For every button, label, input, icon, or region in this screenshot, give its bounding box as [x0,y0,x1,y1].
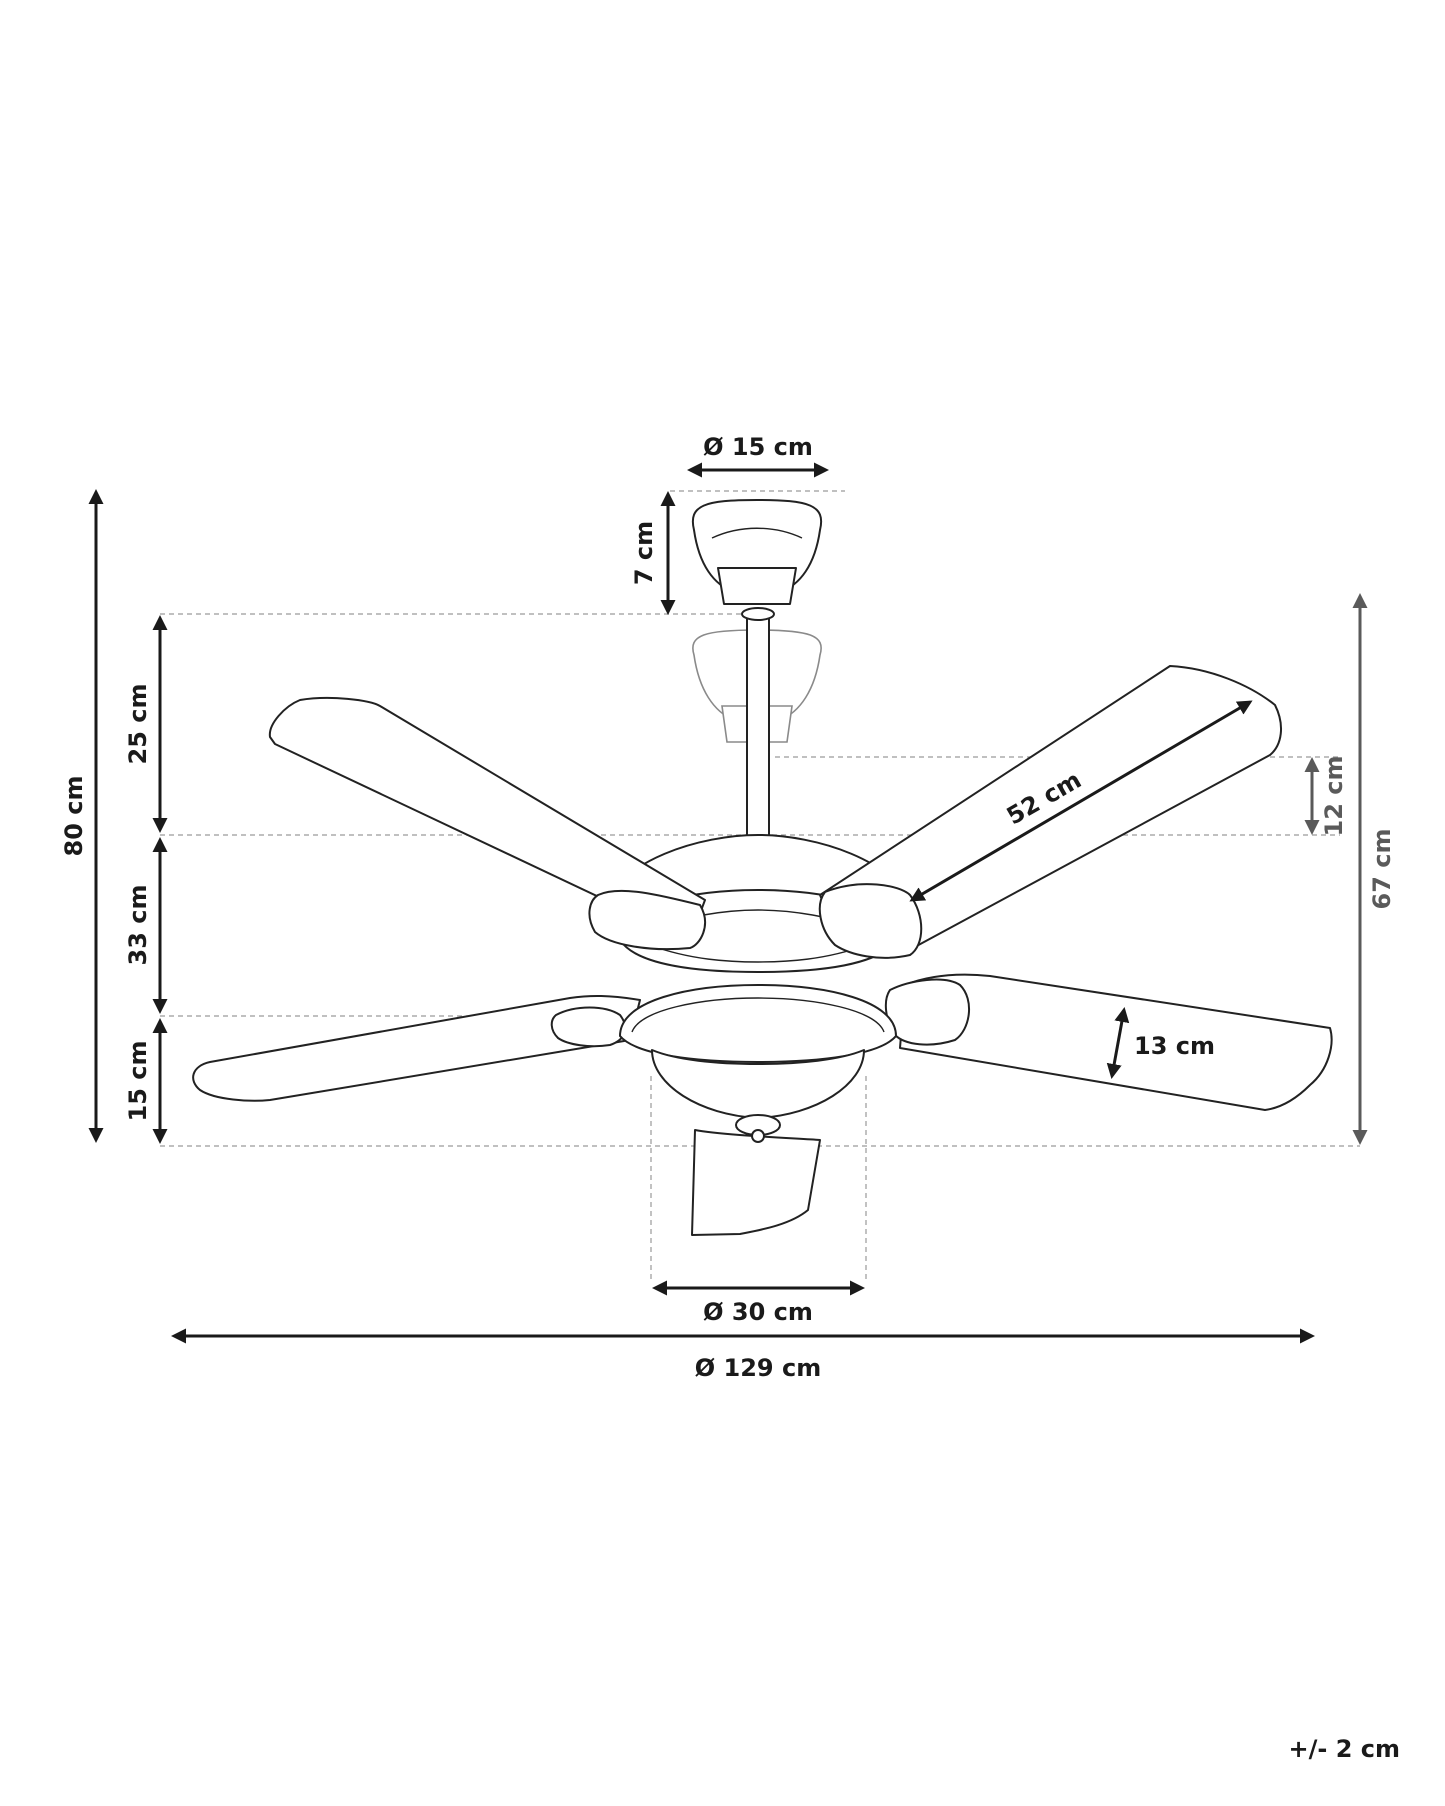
downrod [746,611,770,838]
fan-blade-upper-right [818,665,1282,959]
adjust-range-label: 12 cm [1320,756,1348,837]
upper-height-label: 25 cm [124,684,152,765]
fan-blade-front [691,1129,821,1236]
min-height-label: 67 cm [1368,829,1396,910]
fan-diameter-label: Ø 129 cm [695,1354,821,1382]
fan-blade-right [884,973,1333,1111]
light-kit [619,984,897,1143]
ceiling-fan-drawing [192,499,1333,1236]
fan-blade-left [192,994,641,1102]
dimension-labels: 80 cm 25 cm 33 cm 15 cm Ø 15 cm 7 cm 52 … [60,433,1396,1382]
canopy-height-label: 7 cm [630,521,658,585]
ceiling-canopy [691,499,823,605]
dimension-arrows [88,462,1368,1344]
middle-height-label: 33 cm [124,885,152,966]
blade-width-label: 13 cm [1134,1032,1215,1060]
canopy-diameter-label: Ø 15 cm [703,433,813,461]
fan-blade-upper-left [268,696,706,951]
blade-length-arrow [909,700,1253,902]
tolerance-note: +/- 2 cm [1289,1735,1400,1763]
lower-height-label: 15 cm [124,1041,152,1122]
light-diameter-label: Ø 30 cm [703,1298,813,1326]
total-height-label: 80 cm [60,776,88,857]
blade-width-arrow [1106,1007,1130,1079]
